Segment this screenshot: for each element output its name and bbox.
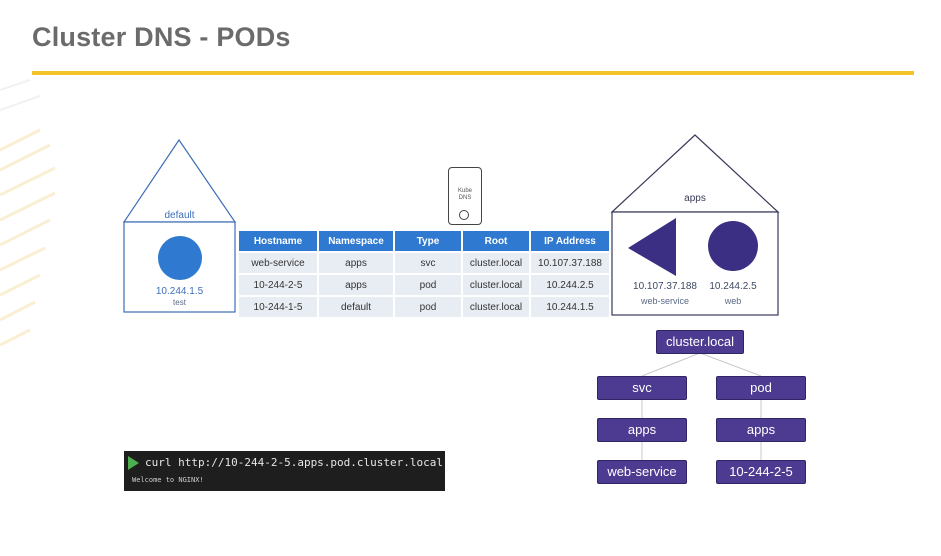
web-service-name: web-service [640, 296, 689, 306]
dns-tree-connectors [641, 352, 762, 460]
apps-namespace-label: apps [684, 193, 706, 204]
cell-root: cluster.local [463, 297, 529, 317]
header-type: Type [395, 231, 461, 251]
cell-type: svc [395, 253, 461, 273]
kube-dns-label-line1: Kube [457, 188, 472, 194]
slide-title: Cluster DNS - PODs [32, 22, 291, 52]
tree-node-pod: pod [716, 376, 806, 400]
web-service-icon [628, 218, 676, 276]
cell-ip: 10.107.37.188 [531, 253, 609, 273]
header-hostname: Hostname [239, 231, 317, 251]
web-pod-name: web [724, 296, 742, 306]
web-service-ip: 10.107.37.188 [633, 281, 697, 292]
table-header-row: Hostname Namespace Type Root IP Address [239, 231, 609, 251]
server-indicator-icon [459, 210, 469, 220]
cell-type: pod [395, 275, 461, 295]
terminal-command-row: curl http://10-244-2-5.apps.pod.cluster.… [124, 454, 445, 472]
title-underline [32, 71, 914, 75]
kube-dns-label-line2: DNS [458, 195, 472, 201]
web-pod-ip: 10.244.2.5 [709, 281, 757, 292]
cell-hostname: 10-244-1-5 [239, 297, 317, 317]
tree-node-root: cluster.local [656, 330, 744, 354]
cell-type: pod [395, 297, 461, 317]
terminal-command: curl http://10-244-2-5.apps.pod.cluster.… [145, 456, 444, 469]
cell-namespace: default [319, 297, 393, 317]
table-row: 10-244-1-5 default pod cluster.local 10.… [239, 297, 609, 317]
cell-root: cluster.local [463, 275, 529, 295]
tree-node-svc-namespace: apps [597, 418, 687, 442]
cell-hostname: web-service [239, 253, 317, 273]
tree-node-pod-namespace: apps [716, 418, 806, 442]
test-pod-ip: 10.244.1.5 [155, 286, 204, 297]
dns-records-table: Hostname Namespace Type Root IP Address … [237, 229, 611, 319]
tree-node-svc: svc [597, 376, 687, 400]
play-icon [128, 456, 139, 470]
web-pod-icon [708, 221, 758, 271]
header-ip-address: IP Address [531, 231, 609, 251]
header-root: Root [463, 231, 529, 251]
kube-dns-label: Kube DNS [449, 188, 481, 202]
cell-ip: 10.244.2.5 [531, 275, 609, 295]
test-pod-name: test [173, 298, 186, 307]
table-row: 10-244-2-5 apps pod cluster.local 10.244… [239, 275, 609, 295]
table-row: web-service apps svc cluster.local 10.10… [239, 253, 609, 273]
tree-node-pod-name: 10-244-2-5 [716, 460, 806, 484]
cell-root: cluster.local [463, 253, 529, 273]
header-namespace: Namespace [319, 231, 393, 251]
test-pod-icon [158, 236, 202, 280]
cell-namespace: apps [319, 275, 393, 295]
cell-ip: 10.244.1.5 [531, 297, 609, 317]
cell-namespace: apps [319, 253, 393, 273]
kube-dns-server: Kube DNS [448, 167, 482, 225]
default-namespace-label: default [164, 210, 195, 221]
cell-hostname: 10-244-2-5 [239, 275, 317, 295]
tree-node-service-name: web-service [597, 460, 687, 484]
terminal-window: curl http://10-244-2-5.apps.pod.cluster.… [124, 451, 445, 491]
terminal-output: Welcome to NGINX! [132, 476, 204, 484]
